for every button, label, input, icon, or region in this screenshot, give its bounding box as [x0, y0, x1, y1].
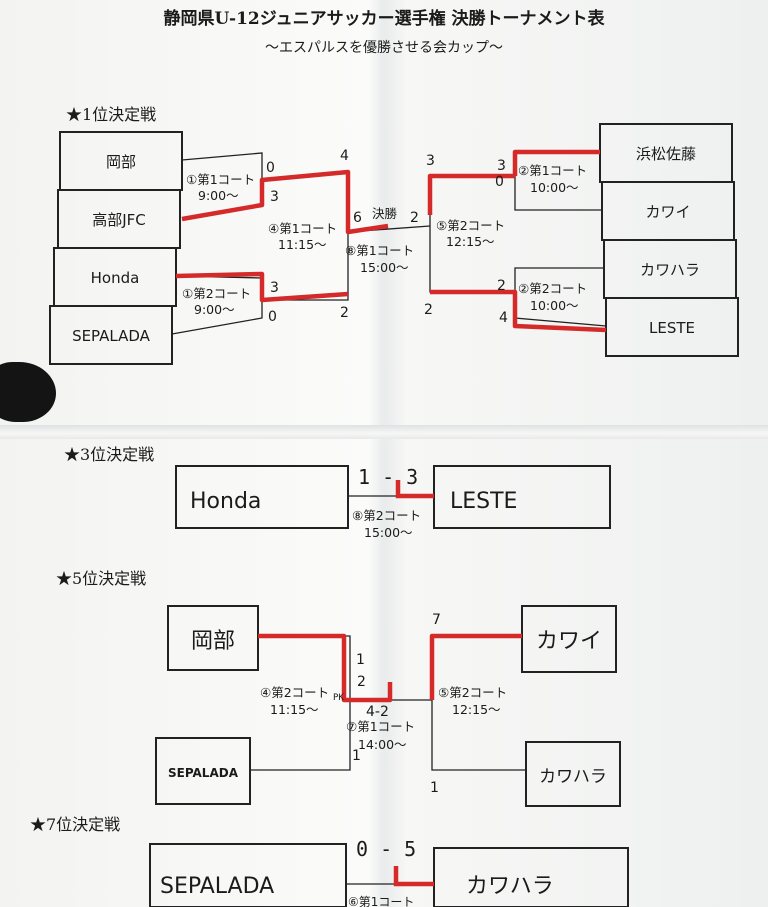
- team-name: 岡部: [191, 629, 235, 654]
- winner-line: [427, 173, 515, 215]
- paper-fold: [0, 425, 768, 439]
- score: 1: [356, 652, 365, 668]
- score: 4: [499, 310, 508, 326]
- match-court: ⑧第2コート: [352, 508, 421, 523]
- score: 3: [270, 280, 279, 296]
- pk-mark: PK: [333, 693, 344, 703]
- match-court: ⑤第2コート: [436, 218, 505, 233]
- team-name: Honda: [190, 489, 261, 514]
- score: 3: [497, 158, 506, 174]
- score: 0: [266, 160, 275, 176]
- winner-line: [175, 271, 349, 303]
- match-court: ②第1コート: [518, 163, 587, 178]
- score: 7: [432, 612, 441, 628]
- match-time: 11:15～: [278, 237, 327, 252]
- score: 1 - 3: [358, 465, 418, 489]
- section-fifth: ★5位決定戦: [56, 569, 146, 588]
- score: 2: [340, 305, 349, 321]
- winner-line: [393, 866, 434, 887]
- score: 2: [424, 302, 433, 318]
- match-time: 15:00～: [364, 525, 413, 540]
- winner-line: [430, 289, 607, 333]
- winner-line: [512, 149, 600, 176]
- match-court: ②第2コート: [518, 281, 587, 296]
- team-name: SEPALADA: [160, 874, 274, 899]
- team-name: カワイ: [536, 629, 602, 654]
- team-name: カワハラ: [539, 767, 607, 787]
- match-time: 10:00～: [530, 298, 579, 313]
- page-subtitle: ～エスパルスを優勝させる会カップ～: [265, 40, 503, 56]
- team-box-leste: [605, 297, 739, 357]
- team-name: SEPALADA: [168, 766, 239, 780]
- team-name: 浜松佐藤: [636, 145, 696, 163]
- score: 0: [268, 309, 277, 325]
- match-court: ①第2コート: [182, 286, 251, 301]
- team-name: カワイ: [645, 203, 690, 221]
- section-first: ★1位決定戦: [66, 105, 156, 124]
- bracket-line: [514, 267, 607, 327]
- team-box-kawahara-7th: [433, 847, 629, 907]
- score: 2: [497, 278, 506, 294]
- section-third: ★3位決定戦: [64, 445, 154, 464]
- team-name: Honda: [91, 269, 140, 287]
- match-court: ④第2コート: [260, 685, 329, 700]
- match-court: ⑧第1コート: [345, 243, 414, 258]
- team-name: LESTE: [649, 319, 695, 337]
- match-time: 15:00～: [360, 260, 409, 275]
- score: 1: [352, 748, 361, 764]
- team-box-sepalada-5th: [155, 737, 251, 805]
- winner-line: [429, 633, 522, 700]
- final-title: 決勝: [372, 206, 398, 221]
- score: 6: [353, 210, 362, 226]
- match-time: 10:00～: [530, 180, 579, 195]
- score: 4: [340, 148, 349, 164]
- match-time: 9:00～: [198, 188, 239, 203]
- score: 2: [410, 210, 419, 226]
- team-name: LESTE: [450, 489, 517, 514]
- team-name: 岡部: [106, 153, 136, 171]
- score: 2: [357, 674, 366, 690]
- score: 3: [426, 153, 435, 169]
- winner-line: [395, 480, 434, 499]
- team-name: 高部JFC: [92, 211, 146, 229]
- match-time: 12:15～: [446, 234, 495, 249]
- match-time: 11:15～: [270, 702, 319, 717]
- match-time: 12:15～: [452, 702, 501, 717]
- team-name: SEPALADA: [72, 327, 151, 345]
- winner-line: [258, 633, 393, 703]
- team-box-sepalada-7th: [149, 843, 347, 907]
- score: 3: [270, 189, 279, 205]
- team-box-kawahara-5th: [525, 741, 621, 807]
- match-time: 14:00～: [358, 737, 407, 752]
- winner-line: [181, 169, 389, 235]
- match-court: ④第1コート: [268, 221, 337, 236]
- team-name: カワハラ: [466, 874, 554, 899]
- score: 4-2: [366, 704, 389, 720]
- score: 0 - 5: [356, 837, 416, 861]
- team-box-sepalada: [49, 305, 173, 365]
- page-title: 静岡県U-12ジュニアサッカー選手権 決勝トーナメント表: [164, 8, 606, 29]
- match-time: 9:00～: [194, 302, 235, 317]
- team-box-honda-3rd: [175, 465, 349, 529]
- match-court: ⑦第1コート: [346, 719, 415, 734]
- match-court: ⑤第2コート: [438, 685, 507, 700]
- score: 1: [430, 780, 439, 796]
- score: 0: [495, 174, 504, 190]
- team-box-kawai-5th: [521, 605, 617, 673]
- team-name: カワハラ: [640, 261, 700, 279]
- section-seventh: ★7位決定戦: [30, 815, 120, 834]
- match-court: ⑥第1コート: [348, 895, 414, 907]
- clip-shadow: [0, 362, 56, 422]
- match-court: ①第1コート: [186, 172, 255, 187]
